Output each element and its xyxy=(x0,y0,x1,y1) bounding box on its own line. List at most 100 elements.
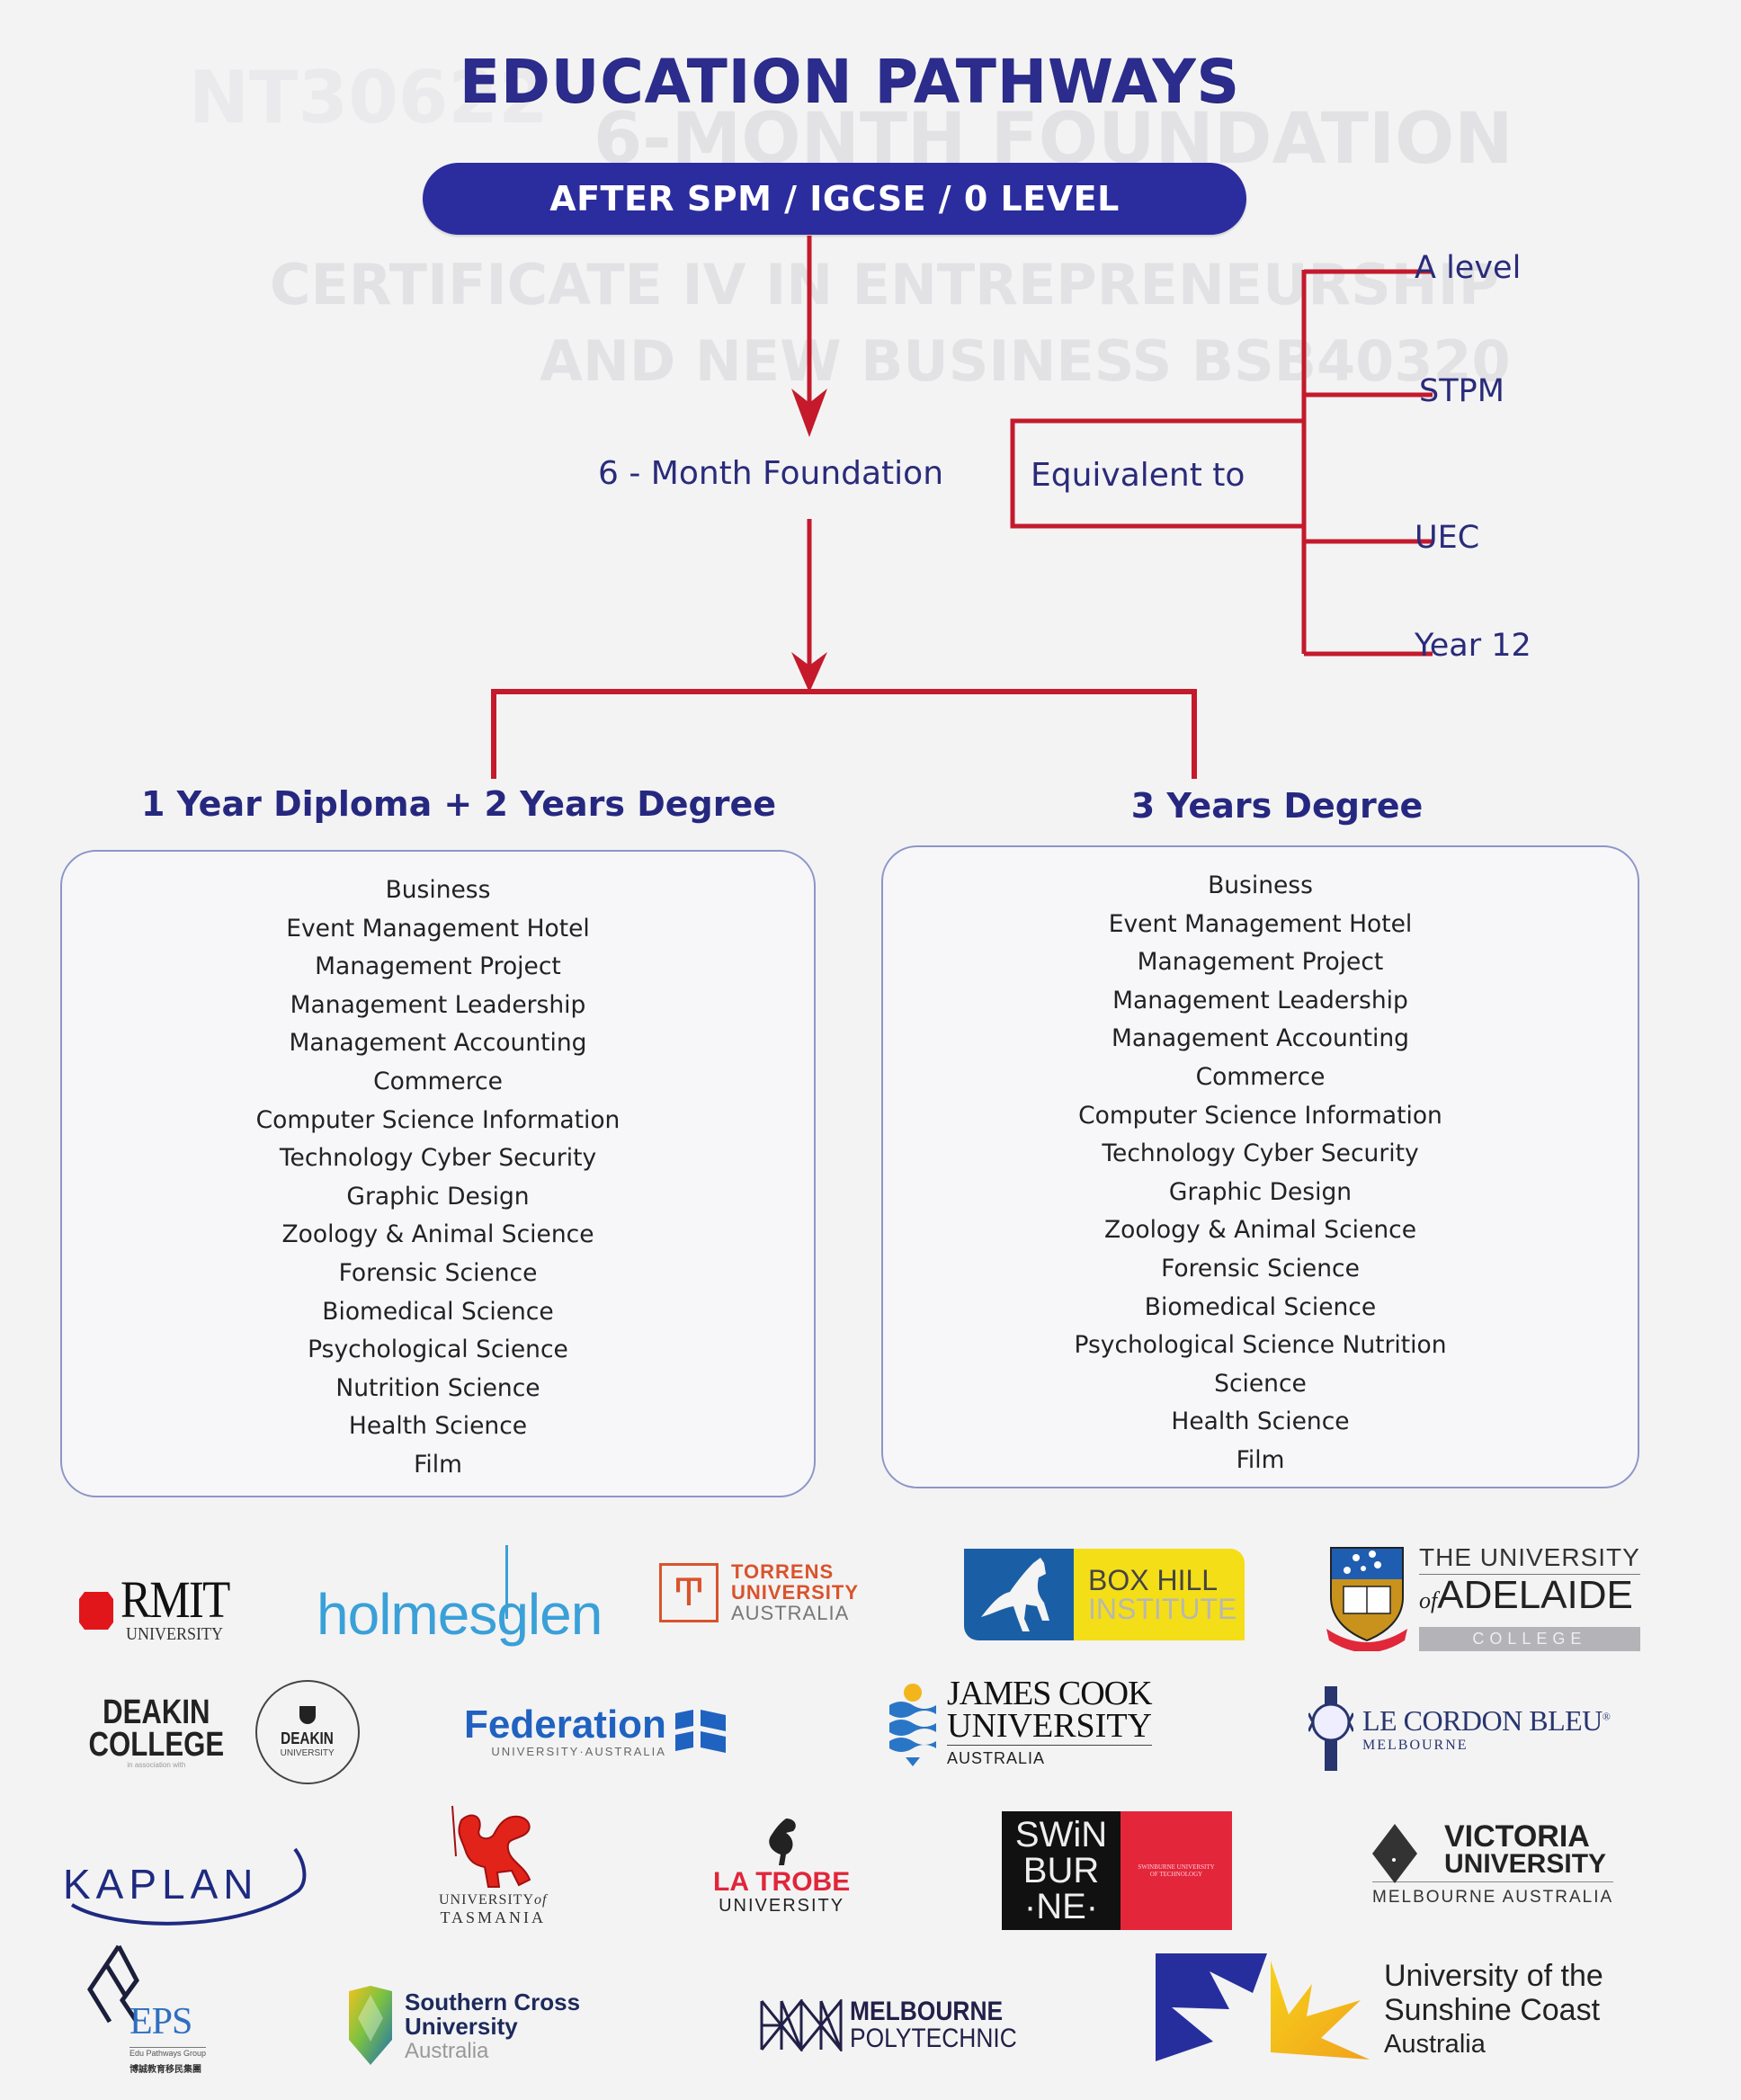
equivalent-label: Equivalent to xyxy=(1031,457,1245,494)
course-item: Management Accounting xyxy=(289,1029,587,1058)
course-item: Biomedical Science xyxy=(322,1297,554,1326)
kaplan-name: KAPLAN xyxy=(63,1861,259,1908)
federation-flag-icon xyxy=(674,1709,726,1753)
deakin-college-line2: COLLEGE xyxy=(88,1725,225,1764)
pathway-heading-degree: 3 Years Degree xyxy=(1130,786,1424,826)
latrobe-line1: LA TROBE xyxy=(713,1867,851,1897)
usc-line3: Australia xyxy=(1384,2030,1486,2059)
logo-deakin-college: DEAKIN COLLEGE in association with DEAKI… xyxy=(74,1680,360,1784)
federation-sub: UNIVERSITY·AUSTRALIA xyxy=(491,1745,666,1758)
adelaide-line1: THE UNIVERSITY xyxy=(1419,1543,1640,1575)
swinburne-sub2: OF TECHNOLOGY xyxy=(1149,1871,1203,1878)
holmesglen-name: holmesglen xyxy=(317,1582,603,1647)
course-item: Nutrition Science xyxy=(335,1373,540,1402)
course-item: Management Leadership xyxy=(290,990,586,1019)
logo-federation: Federation UNIVERSITY·AUSTRALIA xyxy=(464,1705,728,1758)
mp-line2: POLYTECHNIC xyxy=(850,2024,1017,2053)
swinburne-l3: ·NE· xyxy=(1023,1887,1099,1926)
logo-torrens: Ͳ TORRENS UNIVERSITY AUSTRALIA xyxy=(659,1561,859,1623)
course-item: Computer Science Information xyxy=(255,1105,621,1134)
victoria-line3: MELBOURNE AUSTRALIA xyxy=(1372,1888,1614,1907)
swinburne-l1: SWiN xyxy=(1014,1815,1108,1854)
rmit-name: RMIT xyxy=(121,1570,230,1629)
deakin-univ-line2: UNIVERSITY xyxy=(280,1748,335,1758)
deakin-shield-icon xyxy=(299,1706,316,1724)
logo-adelaide: THE UNIVERSITY ofADELAIDE COLLEGE xyxy=(1322,1543,1640,1651)
deakin-university-badge: DEAKIN UNIVERSITY xyxy=(254,1680,360,1784)
split-bracket xyxy=(491,689,1197,779)
course-item: Health Science xyxy=(1171,1407,1350,1436)
adelaide-line3: COLLEGE xyxy=(1419,1627,1640,1651)
course-item: Film xyxy=(414,1450,462,1479)
deakin-univ-line1: DEAKIN xyxy=(281,1729,335,1747)
course-item: Management Leadership xyxy=(1112,986,1408,1014)
logo-holmesglen: holmesglen xyxy=(317,1545,603,1653)
course-item: Technology Cyber Security xyxy=(1102,1139,1419,1168)
deakin-college-line1: DEAKIN xyxy=(103,1693,210,1731)
course-item: Zoology & Animal Science xyxy=(281,1220,594,1249)
logo-eps: EPS Edu Pathways Group 博誠教育移民集團 xyxy=(83,1944,236,2079)
course-item: Graphic Design xyxy=(1168,1177,1353,1206)
entry-requirement-label: AFTER SPM / IGCSE / 0 LEVEL xyxy=(549,179,1120,219)
equivalent-stpm: STPM xyxy=(1419,373,1504,409)
logo-usc: University of the Sunshine Coast Austral… xyxy=(1154,1952,1603,2069)
course-item: Film xyxy=(1236,1445,1285,1474)
eps-sub: Edu Pathways Group xyxy=(129,2047,207,2058)
utas-line2: TASMANIA xyxy=(440,1908,546,1926)
adelaide-line2: ADELAIDE xyxy=(1437,1573,1633,1617)
lcb-medal-icon xyxy=(1308,1686,1353,1771)
course-item: Zoology & Animal Science xyxy=(1103,1216,1417,1245)
scu-line1: Southern Cross xyxy=(405,1988,581,2015)
boxhill-line1: BOX HILL xyxy=(1088,1564,1219,1596)
logo-rmit: RMIT UNIVERSITY xyxy=(74,1570,244,1645)
rmit-pixel-icon xyxy=(79,1591,113,1630)
course-item: Business xyxy=(1208,871,1313,899)
course-item: Commerce xyxy=(373,1067,503,1095)
pathway-heading-diploma: 1 Year Diploma + 2 Years Degree xyxy=(140,784,777,824)
course-item: Health Science xyxy=(348,1412,528,1441)
victoria-line1: VICTORIA xyxy=(1444,1819,1590,1854)
latrobe-bird-icon xyxy=(769,1819,796,1865)
scu-line3: Australia xyxy=(405,2038,489,2063)
boxhill-line2: INSTITUTE xyxy=(1088,1593,1237,1625)
course-item: Science xyxy=(1214,1369,1307,1398)
swinburne-l2: BUR xyxy=(1022,1851,1100,1890)
entry-requirement-banner: AFTER SPM / IGCSE / 0 LEVEL xyxy=(423,163,1246,235)
swinburne-sub1: SWINBURNE UNIVERSITY xyxy=(1138,1863,1215,1871)
deakin-college-tag: in association with xyxy=(127,1760,186,1769)
course-item: Forensic Science xyxy=(1161,1254,1360,1282)
foundation-label: 6 - Month Foundation xyxy=(598,455,944,492)
course-item: Forensic Science xyxy=(338,1258,538,1287)
eps-name: EPS xyxy=(129,2001,192,2042)
course-item: Commerce xyxy=(1195,1062,1326,1091)
equivalent-year12: Year 12 xyxy=(1415,628,1531,664)
utas-line1: UNIVERSITY xyxy=(439,1892,534,1908)
course-item: Management Accounting xyxy=(1112,1024,1409,1053)
lcb-mark: ® xyxy=(1602,1709,1611,1722)
course-item: Biomedical Science xyxy=(1144,1292,1377,1321)
equivalent-a-level: A level xyxy=(1415,250,1522,286)
rmit-sub: UNIVERSITY xyxy=(126,1624,223,1644)
horse-icon xyxy=(964,1549,1074,1640)
adelaide-crest-icon xyxy=(1326,1547,1407,1651)
course-item: Computer Science Information xyxy=(1078,1101,1442,1130)
mp-line1: MELBOURNE xyxy=(850,1997,1004,2026)
equivalent-bracket xyxy=(1010,418,1306,529)
course-item: Psychological Science Nutrition xyxy=(1074,1331,1447,1360)
adelaide-of: of xyxy=(1419,1587,1438,1613)
course-item: Management Project xyxy=(315,952,561,981)
jcu-line3: AUSTRALIA xyxy=(947,1748,1046,1767)
jcu-wave-icon xyxy=(889,1684,936,1766)
eps-sub-cn: 博誠教育移民集團 xyxy=(129,2065,201,2075)
torrens-line3: AUSTRALIA xyxy=(731,1602,850,1624)
course-item: Event Management Hotel xyxy=(286,914,590,943)
logo-latrobe: LA TROBE UNIVERSITY xyxy=(713,1815,850,1917)
flow-connectors xyxy=(491,236,1433,779)
logo-le-cordon-bleu: LE CORDON BLEU® MELBOURNE xyxy=(1308,1686,1611,1771)
arrowhead-2 xyxy=(791,652,827,693)
logo-victoria: VICTORIA UNIVERSITY MELBOURNE AUSTRALIA xyxy=(1372,1819,1614,1908)
jcu-line2: UNIVERSITY xyxy=(947,1706,1152,1746)
logo-james-cook: JAMES COOK UNIVERSITY AUSTRALIA xyxy=(886,1673,1153,1772)
torrens-t-icon: Ͳ xyxy=(659,1562,719,1622)
